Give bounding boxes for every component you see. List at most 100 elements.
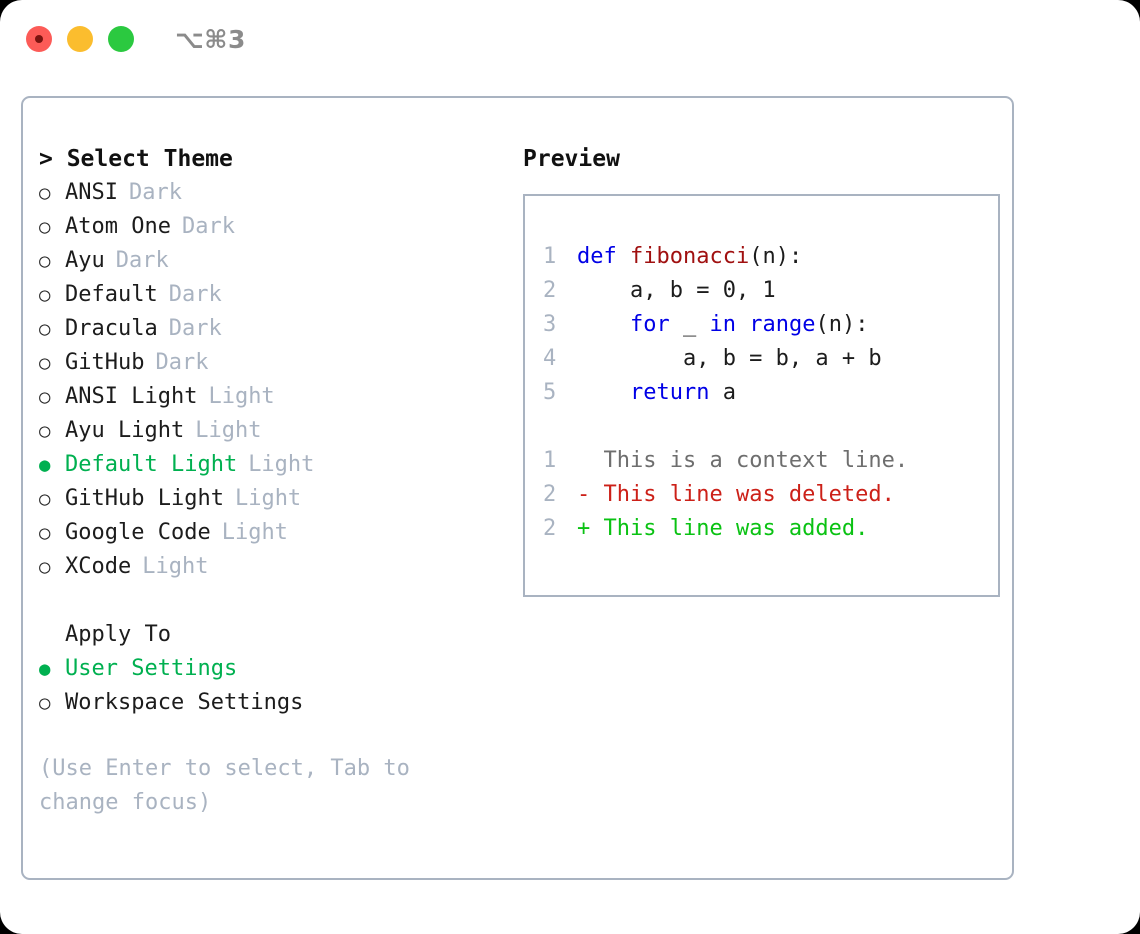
theme-list-column: > Select Theme ○ ANSI Dark ○ Atom One Da… [39, 142, 499, 878]
code-token-plain: (n): [815, 312, 869, 337]
theme-option-tag: Light [248, 452, 315, 477]
radio-icon: ○ [39, 556, 51, 578]
code-token-plain: (n): [749, 244, 803, 269]
theme-option-tag: Dark [168, 282, 222, 307]
help-hint-text: (Use Enter to select, Tab to change focu… [39, 756, 424, 815]
preview-column: Preview 1 def fibonacci(n): 2 a, b = 0, … [499, 142, 1012, 878]
code-content: a, b = 0, 1 [577, 274, 776, 308]
line-number: 1 [543, 448, 557, 473]
code-content: a, b = b, a + b [577, 342, 882, 376]
diff-content: This line was deleted. [603, 482, 895, 507]
theme-selector-panel: > Select Theme ○ ANSI Dark ○ Atom One Da… [21, 96, 1014, 880]
code-token-keyword: for [629, 312, 670, 337]
theme-option-tag: Light [208, 384, 275, 409]
code-token-keyword: def [577, 244, 630, 269]
radio-icon: ○ [39, 182, 51, 204]
line-number: 1 [543, 244, 557, 269]
apply-to-option-workspace-settings[interactable]: ○ Workspace Settings [39, 686, 499, 720]
radio-selected-icon: ● [39, 658, 51, 680]
close-button[interactable] [26, 26, 52, 52]
line-number: 2 [543, 516, 557, 541]
theme-option-github-light[interactable]: ○ GitHub Light Light [39, 482, 499, 516]
radio-icon: ○ [39, 522, 51, 544]
radio-icon: ○ [39, 352, 51, 374]
title-bar: ⌥⌘3 [0, 0, 1140, 78]
theme-option-tag: Dark [181, 214, 235, 239]
theme-option-label: Atom One [65, 214, 171, 239]
theme-option-atom-one-dark[interactable]: ○ Atom One Dark [39, 210, 499, 244]
preview-gap [543, 410, 998, 444]
theme-option-xcode[interactable]: ○ XCode Light [39, 550, 499, 584]
list-spacer [39, 584, 499, 618]
theme-option-label: GitHub [65, 350, 145, 375]
line-number: 4 [543, 346, 557, 371]
theme-option-tag: Light [221, 520, 288, 545]
theme-option-label: Dracula [65, 316, 158, 341]
select-theme-header: > Select Theme [39, 146, 233, 172]
theme-option-tag: Dark [155, 350, 209, 375]
theme-option-dracula-dark[interactable]: ○ Dracula Dark [39, 312, 499, 346]
preview-title: Preview [523, 146, 620, 172]
theme-option-ayu-dark[interactable]: ○ Ayu Dark [39, 244, 499, 278]
code-token-plain [577, 380, 630, 405]
radio-icon: ○ [39, 692, 51, 714]
radio-selected-icon: ● [39, 454, 51, 476]
radio-icon: ○ [39, 318, 51, 340]
apply-to-option-label: Workspace Settings [65, 690, 304, 715]
apply-to-option-user-settings[interactable]: ● User Settings [39, 652, 499, 686]
line-number: 2 [543, 278, 557, 303]
minimize-button[interactable] [67, 26, 93, 52]
line-number: 2 [543, 482, 557, 507]
code-line: 3 for _ in range(n): [543, 308, 998, 342]
theme-option-label: XCode [65, 554, 132, 579]
diff-line-context: 1 This is a context line. [543, 444, 998, 478]
radio-icon: ○ [39, 216, 51, 238]
theme-option-ansi-light[interactable]: ○ ANSI Light Light [39, 380, 499, 414]
theme-option-label: Google Code [65, 520, 211, 545]
diff-line-deleted: 2 - This line was deleted. [543, 478, 998, 512]
theme-option-label: ANSI [65, 180, 118, 205]
theme-option-label: ANSI Light [65, 384, 198, 409]
theme-option-label: Default Light [65, 452, 238, 477]
theme-option-label: GitHub Light [65, 486, 224, 511]
code-content: def fibonacci(n): [577, 240, 802, 274]
theme-option-label: Default [65, 282, 158, 307]
theme-option-label: Ayu Light [65, 418, 185, 443]
theme-option-ansi-dark[interactable]: ○ ANSI Dark [39, 176, 499, 210]
code-token-keyword: in range [709, 312, 816, 337]
diff-prefix: - [577, 482, 604, 507]
apply-to-header: Apply To [65, 622, 171, 647]
preview-box: 1 def fibonacci(n): 2 a, b = 0, 1 3 for … [523, 194, 1000, 597]
code-content: return a [577, 376, 736, 410]
theme-option-github-dark[interactable]: ○ GitHub Dark [39, 346, 499, 380]
theme-option-tag: Dark [115, 248, 169, 273]
theme-option-default-dark[interactable]: ○ Default Dark [39, 278, 499, 312]
code-content: for _ in range(n): [577, 308, 868, 342]
radio-icon: ○ [39, 488, 51, 510]
maximize-button[interactable] [108, 26, 134, 52]
diff-line-added: 2 + This line was added. [543, 512, 998, 546]
line-number: 5 [543, 380, 557, 405]
code-line: 2 a, b = 0, 1 [543, 274, 998, 308]
line-number: 3 [543, 312, 557, 337]
radio-icon: ○ [39, 386, 51, 408]
theme-option-label: Ayu [65, 248, 105, 273]
theme-option-google-code[interactable]: ○ Google Code Light [39, 516, 499, 550]
apply-to-option-label: User Settings [65, 656, 238, 681]
code-token-function: fibonacci [629, 244, 750, 269]
theme-option-tag: Dark [168, 316, 222, 341]
theme-option-tag: Light [195, 418, 262, 443]
theme-option-ayu-light[interactable]: ○ Ayu Light Light [39, 414, 499, 448]
code-token-plain: _ [669, 312, 710, 337]
code-token-plain: a [709, 380, 736, 405]
code-line: 4 a, b = b, a + b [543, 342, 998, 376]
code-line: 5 return a [543, 376, 998, 410]
diff-content: This is a context line. [603, 448, 909, 473]
code-token-keyword: return [629, 380, 710, 405]
theme-option-tag: Light [234, 486, 302, 511]
theme-option-default-light[interactable]: ● Default Light Light [39, 448, 499, 482]
code-token-plain: a, b = 0, 1 [577, 278, 776, 303]
diff-prefix [577, 444, 604, 478]
radio-icon: ○ [39, 420, 51, 442]
theme-option-tag: Dark [128, 180, 182, 205]
